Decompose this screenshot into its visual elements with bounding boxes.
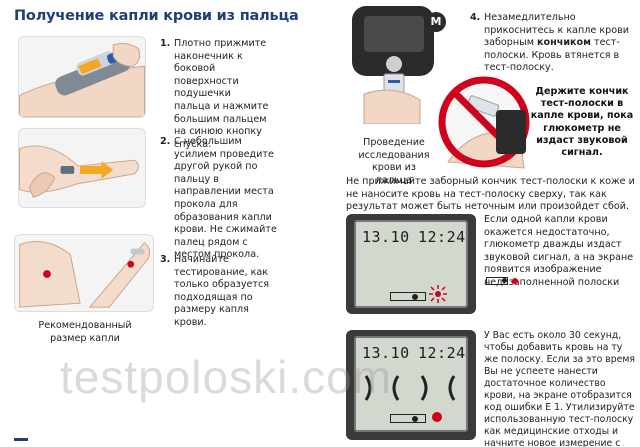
lcd-drop-icon bbox=[412, 416, 418, 422]
meter-screen-2: 13.10 12:24 bbox=[346, 330, 476, 440]
lcd-display: 13.10 12:24 bbox=[354, 336, 468, 432]
drop-size-caption: Рекомендованный размер капли bbox=[38, 320, 132, 344]
step-number: 3. bbox=[160, 254, 171, 265]
step-text: Начинайте тестирование, как только образ… bbox=[174, 254, 270, 328]
step-text: С небольшим усилием проведите другой рук… bbox=[174, 136, 277, 261]
note-text: Не прижимайте заборный кончик тест-полос… bbox=[346, 176, 635, 213]
lancing-device-illustration bbox=[18, 36, 146, 118]
meter-illustration bbox=[344, 4, 434, 125]
inline-strip-icon bbox=[486, 274, 526, 288]
lcd-strip-icon bbox=[390, 292, 426, 301]
check-caption: Проведение исследования крови из пальца bbox=[358, 137, 430, 186]
lcd-hourglass-icon bbox=[364, 375, 400, 401]
step-4-bold: кончиком bbox=[537, 37, 591, 49]
page-title: Получение капли крови из пальца bbox=[14, 8, 299, 24]
blood-drop-illustration bbox=[14, 234, 154, 312]
step-number: 4. bbox=[470, 12, 481, 23]
step-4: 4. Незамедлительно прикоснитесь к капле … bbox=[470, 12, 640, 75]
lcd1-text: Если одной капли крови окажется недостат… bbox=[484, 214, 634, 288]
inline-strip-rect bbox=[486, 277, 508, 285]
lcd-date: 13.10 bbox=[362, 228, 410, 246]
step-4-after: тест-полоски. Кровь втянется в тест-поло… bbox=[484, 37, 620, 74]
lcd-display: 13.10 12:24 bbox=[354, 220, 468, 308]
lcd-strip-icon bbox=[390, 414, 426, 423]
lcd2-text: У Вас есть около 30 секунд, чтобы добави… bbox=[484, 330, 635, 447]
step-number: 1. bbox=[160, 38, 171, 49]
meter-m-button: M bbox=[426, 12, 446, 32]
lcd-hourglass-icon-2 bbox=[420, 375, 456, 401]
step-text: Незамедлительно прикоснитесь к капле кро… bbox=[470, 12, 640, 75]
footer-mark bbox=[14, 438, 28, 441]
lcd-date: 13.10 bbox=[362, 344, 410, 362]
step-number: 2. bbox=[160, 136, 171, 147]
step-3: 3. Начинайте тестирование, как только об… bbox=[160, 254, 280, 330]
warning-text: Держите кончик тест-полоски в капле кров… bbox=[530, 86, 634, 159]
meter-m-label: M bbox=[430, 15, 442, 28]
finger-massage-illustration bbox=[18, 128, 146, 208]
step-2: 2. С небольшим усилием проведите другой … bbox=[160, 136, 280, 262]
inline-blink bbox=[512, 278, 518, 284]
lcd-blink-icon bbox=[432, 412, 442, 422]
lcd-time: 12:24 bbox=[418, 228, 466, 246]
lcd-blink-icon bbox=[429, 285, 447, 303]
step-text: Плотно прижмите наконечник к боковой пов… bbox=[174, 38, 269, 150]
step-1: 1. Плотно прижмите наконечник к боковой … bbox=[160, 38, 270, 151]
meter-screen-1: 13.10 12:24 bbox=[346, 214, 476, 314]
lcd-drop-icon bbox=[412, 294, 418, 300]
watermark: testpoloski.com bbox=[60, 351, 393, 403]
step-4-before: Незамедлительно прикоснитесь к капле кро… bbox=[484, 12, 630, 49]
lcd-time: 12:24 bbox=[418, 344, 466, 362]
meter-bottom-illustration bbox=[496, 110, 526, 154]
inline-drop bbox=[502, 278, 507, 283]
